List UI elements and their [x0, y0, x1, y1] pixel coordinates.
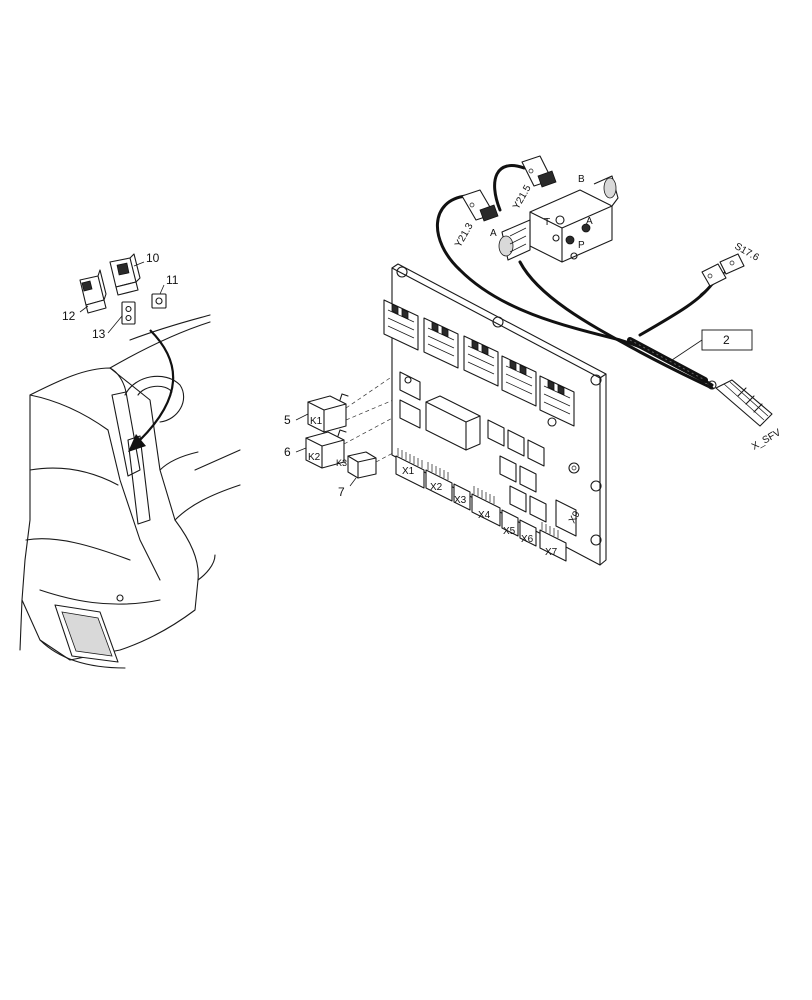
switch-13: [121, 301, 136, 325]
switch-group: [79, 253, 167, 325]
connector-x1: X1: [402, 466, 415, 477]
port-b: B: [578, 174, 585, 185]
connector-s17-6: [701, 253, 745, 287]
port-p: P: [578, 240, 585, 251]
solenoid-valve: T A P A B: [461, 155, 619, 263]
install-arrow: [128, 329, 175, 452]
connector-blocks: [395, 448, 577, 562]
relay-k2-label: K2: [308, 452, 321, 463]
switch-10: [109, 253, 141, 296]
connector-x6: X6: [521, 534, 534, 545]
callout-7: 7: [338, 485, 345, 499]
callout-2-box: 2: [671, 329, 753, 361]
console-assembly: [19, 314, 241, 669]
connector-x-sfv: [707, 379, 773, 427]
connector-x4: X4: [478, 510, 491, 521]
relay-board: X1 X2 X3 X4 X5 X6 X7 X9: [383, 263, 607, 566]
label-y21-5: Y21.5: [511, 183, 534, 212]
callout-13: 13: [92, 327, 106, 341]
callout-6: 6: [284, 445, 291, 459]
callout-5: 5: [284, 413, 291, 427]
port-t: T: [544, 217, 550, 228]
label-y21-3: Y21.3: [453, 221, 476, 250]
connector-x2: X2: [430, 482, 443, 493]
switch-11: [151, 293, 167, 309]
connector-x3: X3: [454, 495, 467, 506]
callout-11: 11: [166, 273, 179, 287]
label-x-sfv: X_SFV: [750, 427, 783, 453]
fuse-blocks: [383, 299, 575, 427]
relay-k3-label: K3: [336, 458, 347, 468]
plug-y21-5: [521, 155, 557, 188]
relay-k3: K3: [336, 451, 377, 479]
relay-k1-label: K1: [310, 416, 323, 427]
plug-y21-3: [461, 189, 499, 222]
connector-x9: X9: [567, 509, 583, 525]
wire-harness: [435, 164, 773, 427]
callout-10: 10: [146, 251, 160, 265]
port-a-top: A: [586, 216, 593, 227]
connector-x5: X5: [503, 526, 516, 537]
callout-2: 2: [723, 333, 730, 347]
relay-k2: K2: [305, 429, 347, 469]
callout-12: 12: [62, 309, 76, 323]
port-a: A: [490, 228, 497, 239]
switch-12: [79, 269, 107, 314]
connector-x7: X7: [545, 547, 558, 558]
relay-k1: K1: [307, 393, 349, 433]
